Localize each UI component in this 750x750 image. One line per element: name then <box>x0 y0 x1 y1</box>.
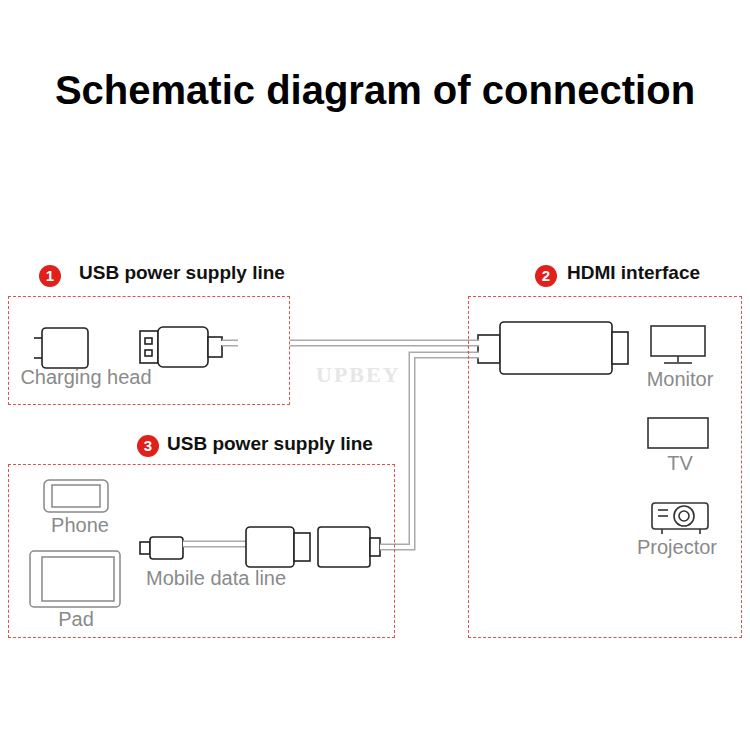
diagram-title: Schematic diagram of connection <box>0 68 750 113</box>
usb-plug <box>140 327 222 367</box>
cable-connector <box>395 355 468 547</box>
phone-icon <box>44 480 108 512</box>
region-heading: HDMI interface <box>567 262 700 284</box>
charging-head-icon <box>34 328 88 368</box>
device-label: TV <box>667 452 693 475</box>
cable-stub <box>221 343 239 344</box>
device-label: Monitor <box>647 368 714 391</box>
pad-icon <box>30 551 120 607</box>
cable-outline <box>290 340 468 347</box>
dashed-region: HDMI interface <box>468 296 742 638</box>
callout-number: 2 <box>535 265 557 287</box>
device-label: Phone <box>51 514 109 537</box>
callout-number: 1 <box>39 265 61 287</box>
device-label: Mobile data line <box>146 567 286 590</box>
tv-icon <box>648 418 708 448</box>
device-label: Charging head <box>20 366 151 389</box>
device-label: Projector <box>637 536 717 559</box>
cable-connector <box>290 343 468 344</box>
cable-outline <box>395 355 468 547</box>
region-heading: USB power supply line <box>167 433 373 455</box>
device-label: Pad <box>58 608 94 631</box>
cable-core <box>395 355 468 547</box>
dashed-region: USB power supply line <box>8 296 290 405</box>
monitor-icon <box>651 326 705 363</box>
watermark: UPBEY <box>316 362 401 388</box>
hdmi-plug <box>478 322 628 374</box>
mobile-data-line <box>140 527 397 567</box>
region-heading: USB power supply line <box>79 262 285 284</box>
callout-number: 3 <box>137 435 159 457</box>
projector-icon <box>652 503 708 534</box>
cable-core <box>290 341 468 345</box>
